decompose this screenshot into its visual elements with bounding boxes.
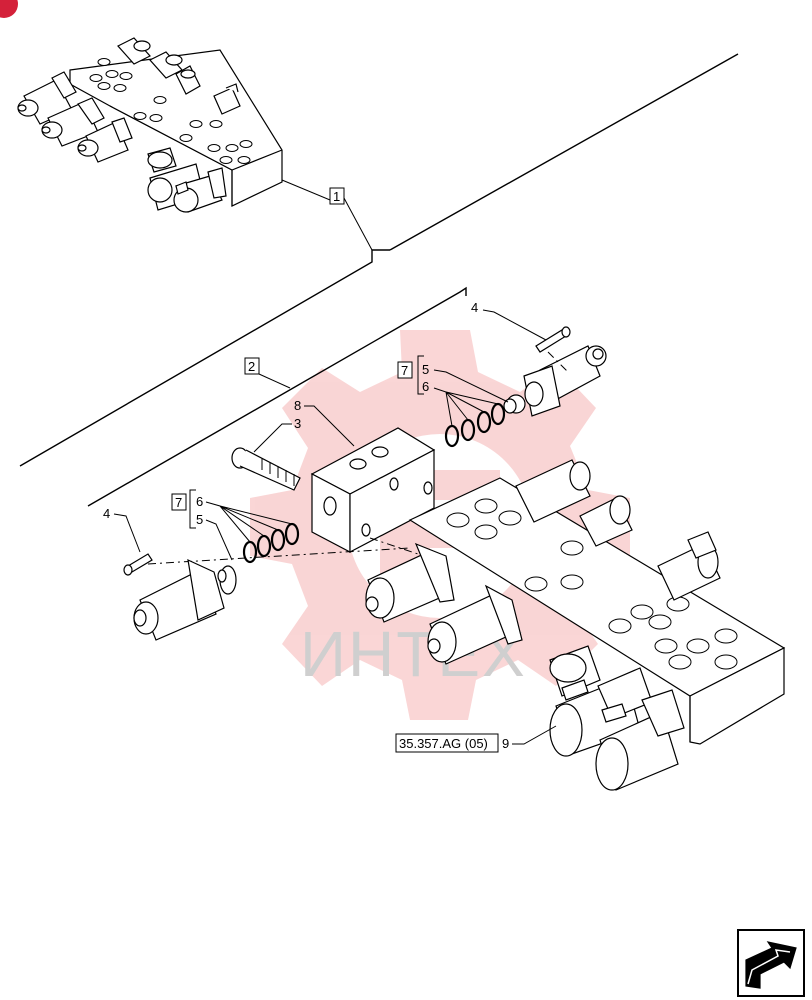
callout-3: 3 <box>294 416 301 431</box>
leader-9 <box>512 725 557 745</box>
callout-8: 8 <box>294 398 301 413</box>
section-line-upper <box>389 53 739 251</box>
screw-top <box>535 326 571 373</box>
adapter-block-8 <box>310 427 436 553</box>
leader-4-top <box>482 309 547 341</box>
section-line-upper-b <box>19 249 390 467</box>
callout-1: 1 <box>333 189 340 204</box>
callout-7-left: 7 <box>175 495 182 510</box>
valve-block-assembly-main <box>365 459 786 791</box>
valve-block-assembly-top <box>17 37 283 213</box>
leader-to-1b <box>343 197 373 251</box>
leader-4-left <box>113 513 141 553</box>
reference-label[interactable]: 35.357.AG (05) <box>399 736 488 751</box>
callout-4-top: 4 <box>471 300 478 315</box>
solenoid-valve-upper <box>503 345 607 417</box>
callout-6-top: 6 <box>422 379 429 394</box>
arrow-next-icon[interactable] <box>737 929 805 997</box>
bolt-3 <box>231 447 301 491</box>
section-line-lower <box>87 286 467 507</box>
corner-badge-icon <box>0 0 18 18</box>
callout-9: 9 <box>502 736 509 751</box>
centerline-upper <box>369 537 419 555</box>
leader-to-1 <box>281 179 331 201</box>
leader-3 <box>253 423 292 453</box>
screw-left <box>123 553 153 576</box>
callout-7-top: 7 <box>401 363 408 378</box>
leader-8 <box>304 405 355 447</box>
callout-6-left: 6 <box>196 494 203 509</box>
callout-5-top: 5 <box>422 362 429 377</box>
callout-2: 2 <box>248 359 255 374</box>
solenoid-valve-left <box>133 558 237 641</box>
callout-4-left: 4 <box>103 506 110 521</box>
callout-5-left: 5 <box>196 512 203 527</box>
leader-2 <box>258 373 291 389</box>
